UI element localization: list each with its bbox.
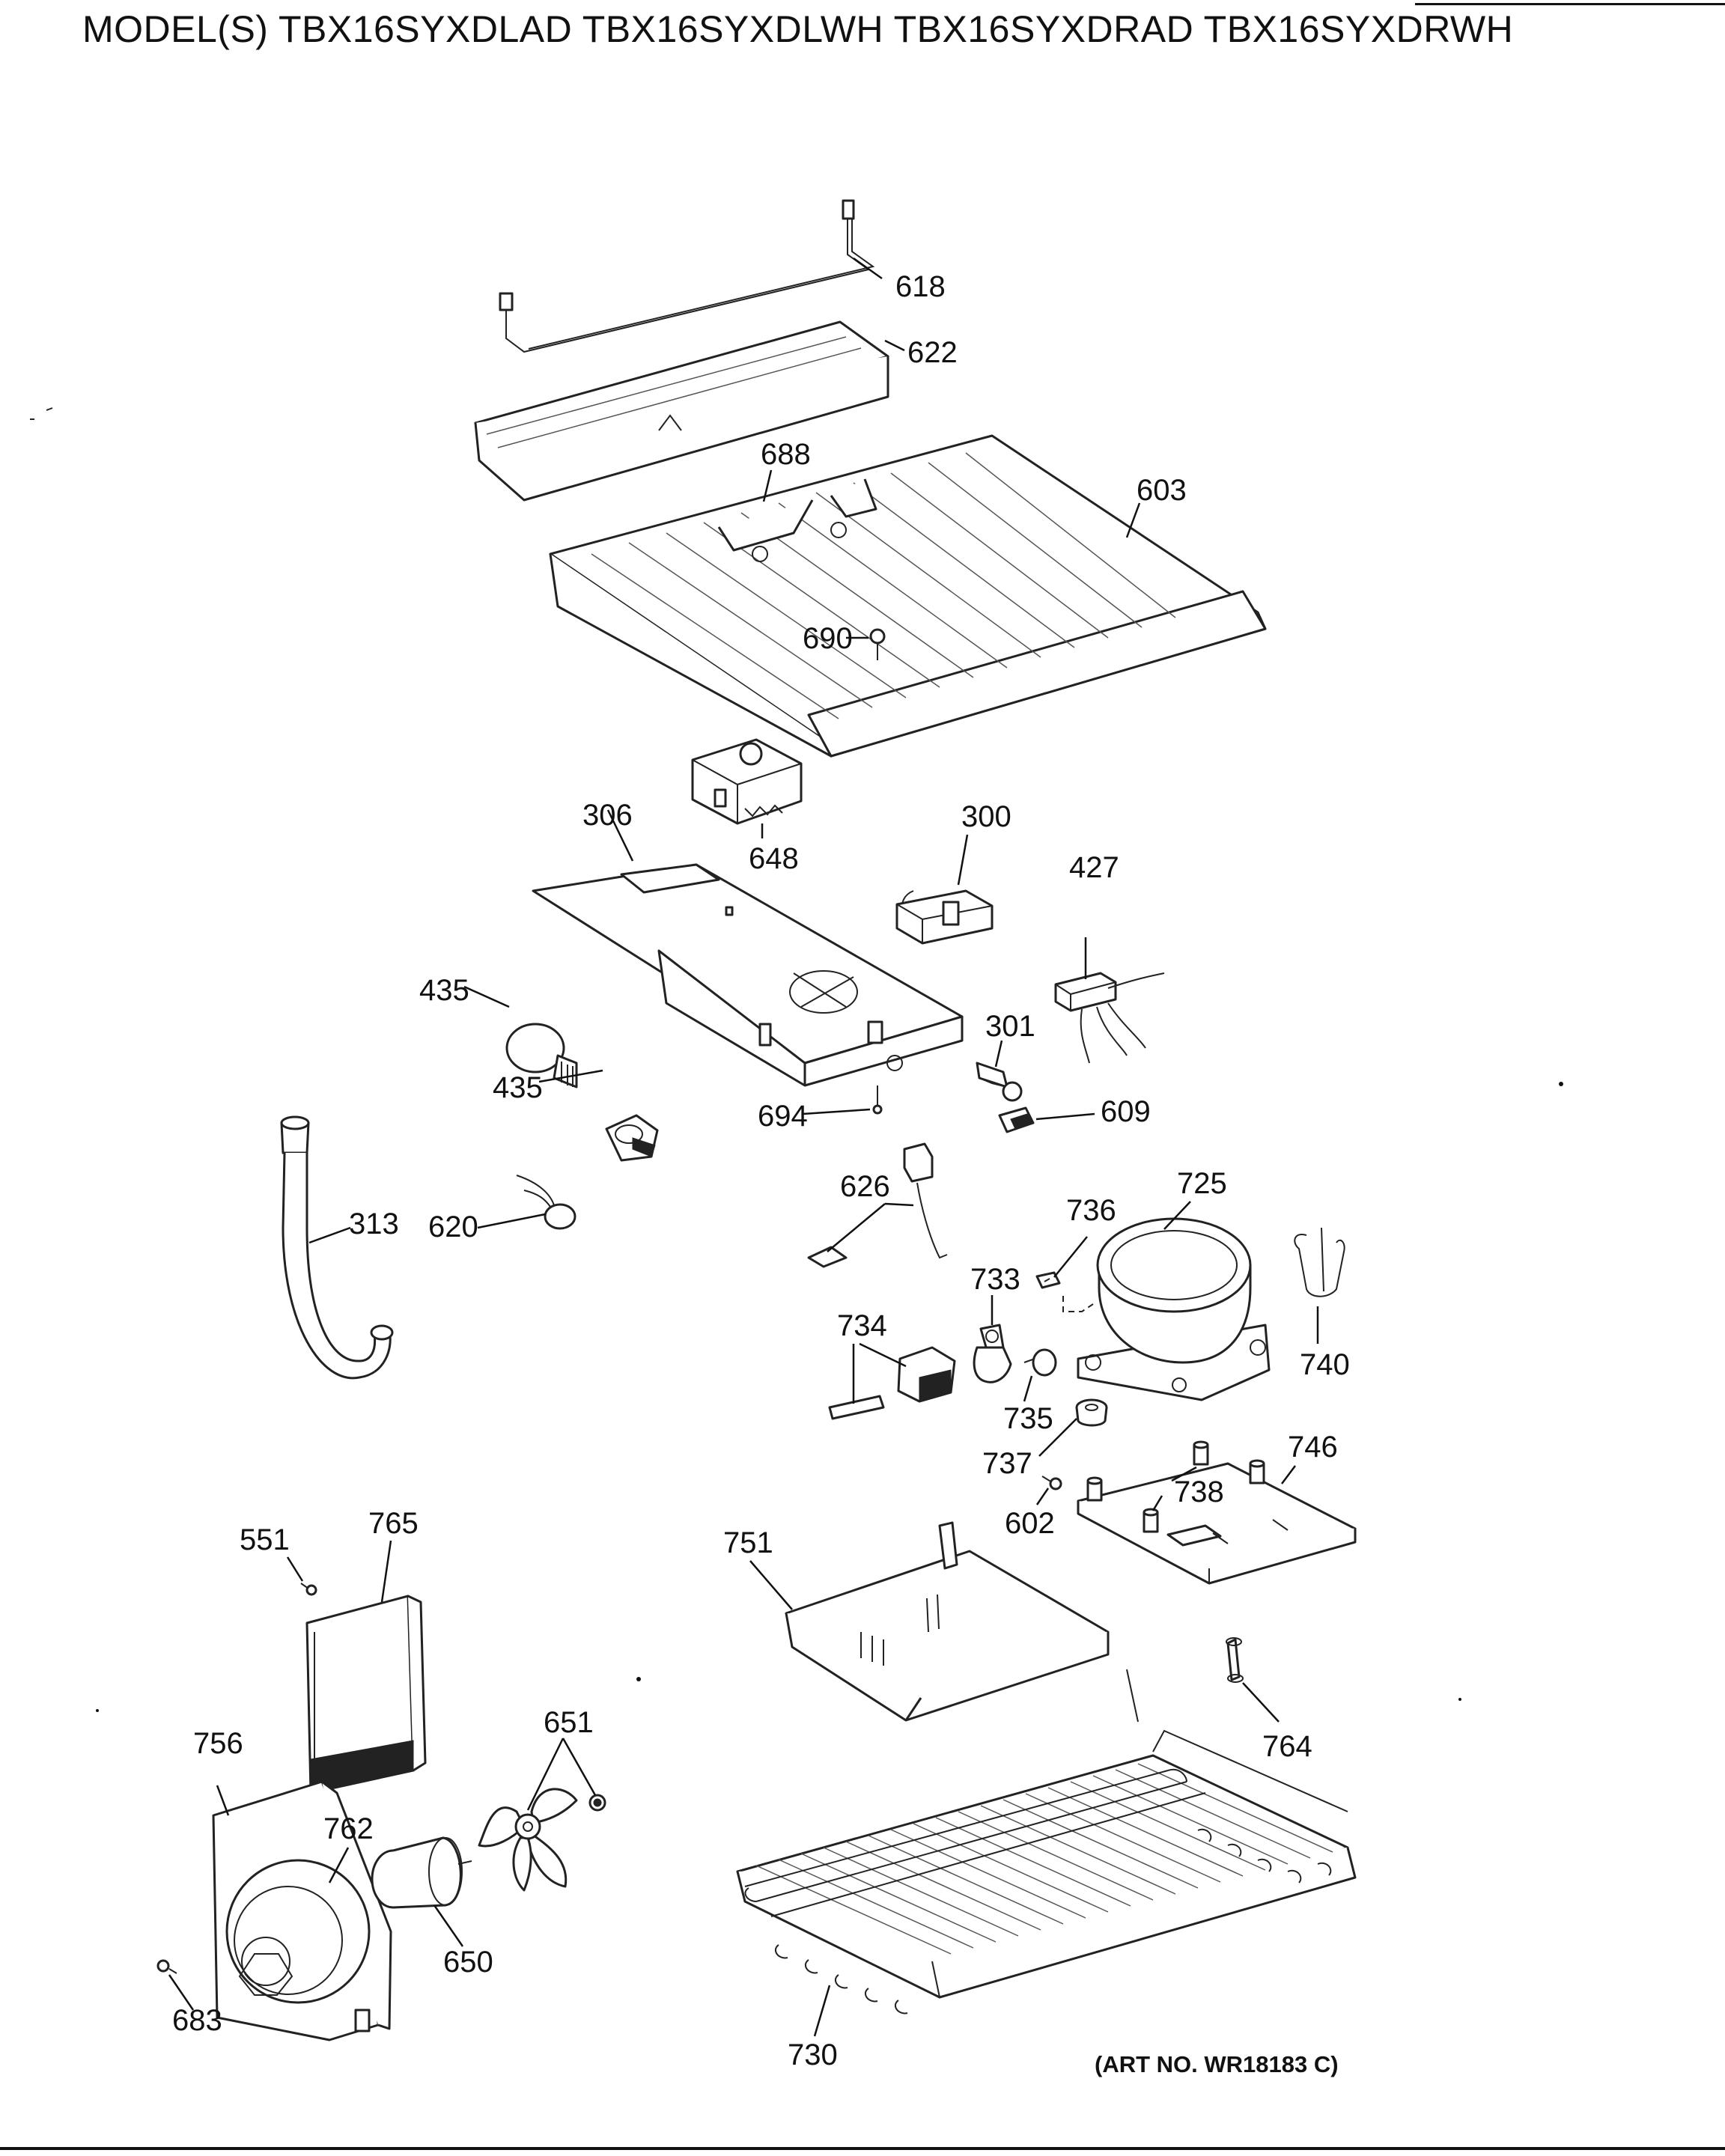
part-620-capacitor: [516, 1175, 576, 1230]
label-609: 609: [1101, 1095, 1151, 1128]
part-764-clip: [1226, 1637, 1244, 1683]
part-746-base-plate: [1077, 1440, 1357, 1585]
part-756-fan-shroud: [212, 1780, 392, 2041]
label-602: 602: [1005, 1507, 1055, 1540]
part-301-thermostat: [976, 1062, 1023, 1102]
part-427-terminal-block: [1054, 972, 1165, 1064]
part-735-overload: [1023, 1348, 1057, 1377]
part-730-evaporator: [736, 1669, 1357, 2015]
label-551: 551: [240, 1523, 290, 1556]
label-620: 620: [428, 1211, 478, 1243]
label-301: 301: [985, 1010, 1035, 1043]
label-648: 648: [749, 842, 799, 875]
part-300-switch: [895, 889, 994, 945]
part-626-cord: [807, 1142, 948, 1268]
label-762: 762: [323, 1812, 374, 1845]
part-435-socket: [605, 1114, 659, 1162]
part-551-screw: [300, 1583, 317, 1596]
part-730-return-bends: [774, 1828, 1332, 2015]
top-rule: [1415, 3, 1725, 5]
label-313: 313: [349, 1208, 399, 1240]
label-730: 730: [788, 2038, 838, 2071]
label-756: 756: [193, 1727, 243, 1760]
label-740: 740: [1300, 1348, 1350, 1381]
part-650-fan-motor: [371, 1836, 472, 1909]
label-300: 300: [961, 800, 1011, 833]
part-435-bulb: [505, 1023, 578, 1088]
label-736: 736: [1066, 1194, 1116, 1227]
part-651-fan-blade: [478, 1788, 606, 1892]
part-683-screw: [156, 1959, 177, 1974]
label-725: 725: [1177, 1167, 1227, 1200]
label-746: 746: [1288, 1431, 1338, 1464]
part-737-grommet: [1075, 1398, 1108, 1427]
label-690: 690: [803, 622, 853, 655]
part-306-housing: [532, 863, 964, 1087]
part-765-panel: [305, 1595, 427, 1794]
label-735: 735: [1003, 1402, 1053, 1435]
label-622: 622: [907, 336, 958, 369]
part-730-tubing: [744, 1669, 1348, 1917]
part-730-fins: [755, 1763, 1333, 1955]
part-622-channel: [474, 320, 889, 502]
part-603-tray: [549, 434, 1267, 758]
page-header: MODEL(S) TBX16SYXDLAD TBX16SYXDLWH TBX16…: [82, 3, 1725, 55]
part-labels: 618 622 688 603 690 306 648 300 427 435 …: [172, 270, 1350, 2071]
part-734-cover: [828, 1346, 956, 1420]
part-725-compressor: [1062, 1217, 1271, 1401]
label-764: 764: [1262, 1730, 1312, 1763]
part-690-screw: [869, 628, 886, 660]
leader-lines: [168, 257, 1319, 2037]
part-751-drain-pan: [785, 1521, 1110, 1722]
label-435a: 435: [419, 974, 469, 1007]
label-738: 738: [1174, 1476, 1224, 1508]
label-626: 626: [840, 1170, 890, 1203]
part-602-screw: [1041, 1476, 1062, 1490]
part-733-relay: [973, 1324, 1012, 1383]
label-694: 694: [758, 1100, 808, 1133]
part-746-studs: [1086, 1440, 1265, 1533]
label-650: 650: [443, 1946, 493, 1979]
part-618-tube: [499, 199, 875, 353]
label-427: 427: [1069, 851, 1119, 884]
art-number: (ART NO. WR18183 C): [1095, 2051, 1339, 2077]
label-737: 737: [982, 1447, 1032, 1480]
label-765: 765: [368, 1507, 419, 1540]
label-306: 306: [582, 799, 633, 832]
label-683: 683: [172, 2004, 222, 2037]
label-733: 733: [970, 1263, 1020, 1296]
label-618: 618: [895, 270, 946, 303]
part-648-timer: [691, 738, 803, 825]
part-609-switch: [998, 1106, 1035, 1133]
model-list-title: MODEL(S) TBX16SYXDLAD TBX16SYXDLWH TBX16…: [82, 8, 1514, 50]
label-435b: 435: [493, 1071, 543, 1104]
label-651: 651: [544, 1706, 594, 1739]
scan-specks: [30, 407, 1563, 1712]
bottom-rule: [0, 2147, 1725, 2150]
part-694-screw: [872, 1085, 883, 1115]
part-740-hook: [1294, 1227, 1345, 1297]
label-751: 751: [723, 1526, 773, 1559]
label-734: 734: [837, 1309, 887, 1342]
part-313-hose: [280, 1115, 394, 1380]
label-688: 688: [761, 438, 811, 471]
label-603: 603: [1137, 474, 1187, 507]
